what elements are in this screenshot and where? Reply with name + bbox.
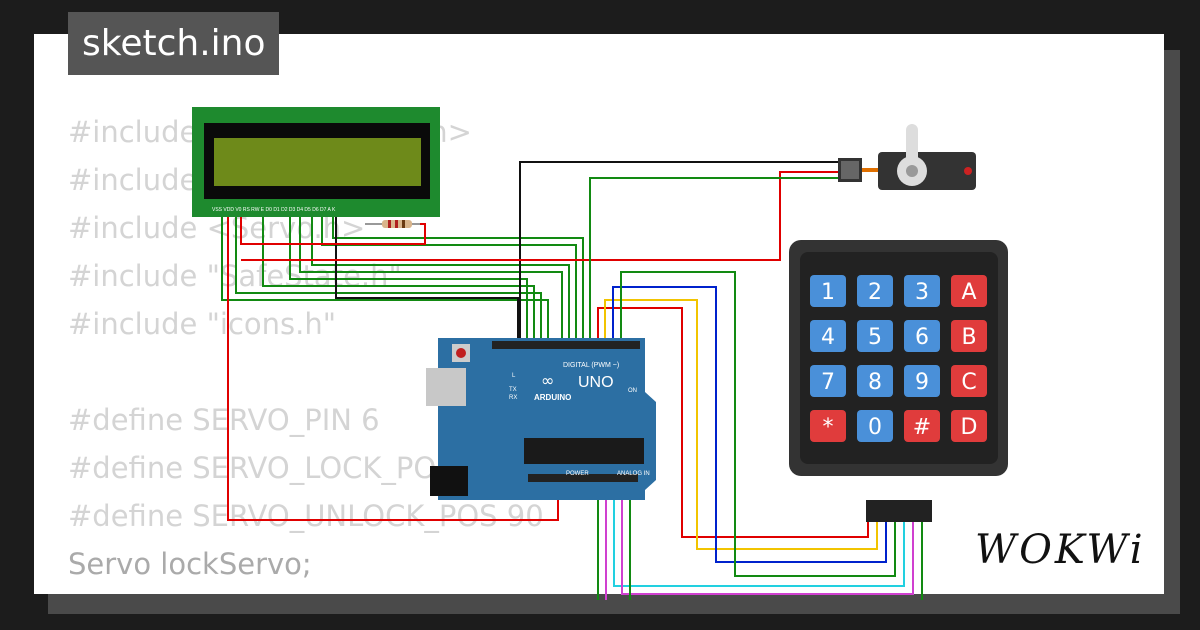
svg-text:DIGITAL (PWM ~): DIGITAL (PWM ~) bbox=[563, 362, 619, 369]
keypad-key-label: A bbox=[961, 280, 976, 305]
keypad-key-label: D bbox=[961, 415, 978, 440]
keypad-key-8[interactable]: 8 bbox=[857, 365, 893, 397]
keypad-key-label: 2 bbox=[868, 280, 882, 305]
wire-a3 bbox=[621, 490, 914, 595]
keypad-key-label: 1 bbox=[821, 280, 835, 305]
code-line: #include "SafeState.h" bbox=[68, 259, 402, 293]
keypad-key-label: 4 bbox=[821, 325, 835, 350]
wire-servo-signal bbox=[589, 177, 840, 340]
filename-tab[interactable]: sketch.ino bbox=[68, 12, 280, 75]
servo-horn bbox=[906, 124, 918, 174]
keypad-key-label: C bbox=[961, 370, 976, 395]
keypad-key-7[interactable]: 7 bbox=[810, 365, 846, 397]
svg-text:ANALOG IN: ANALOG IN bbox=[617, 471, 650, 477]
keypad-key-6[interactable]: 6 bbox=[904, 320, 940, 352]
keypad-key-label: 7 bbox=[821, 370, 835, 395]
reset-button bbox=[456, 348, 466, 358]
digital-header bbox=[492, 341, 640, 349]
svg-text:ARDUINO: ARDUINO bbox=[534, 393, 571, 402]
servo-motor bbox=[838, 124, 976, 190]
keypad-key-1[interactable]: 1 bbox=[810, 275, 846, 307]
svg-text:L: L bbox=[512, 373, 516, 379]
keypad-key-B[interactable]: B bbox=[951, 320, 987, 352]
wires bbox=[221, 161, 923, 600]
wire-keypad-4 bbox=[620, 271, 896, 577]
code-line: #define SERVO_PIN 6 bbox=[68, 403, 380, 437]
code-line: #define SERVO_UNLOCK_POS 90 bbox=[68, 499, 544, 533]
lcd-display: VSS VDD V0 RS RW E D0 D1 D2 D3 D4 D5 D6 … bbox=[192, 107, 440, 217]
keypad-key-label: 0 bbox=[868, 415, 882, 440]
keypad-key-0[interactable]: 0 bbox=[857, 410, 893, 442]
wire-lcd-rs bbox=[221, 212, 549, 340]
svg-text:ON: ON bbox=[628, 388, 637, 394]
wire-a2 bbox=[613, 490, 905, 587]
keypad-key-C[interactable]: C bbox=[951, 365, 987, 397]
arduino-uno: DIGITAL (PWM ~) UNO ARDUINO ∞ ANALOG IN … bbox=[426, 338, 656, 500]
wire-lcd-d6 bbox=[299, 212, 563, 340]
wire-keypad-1 bbox=[597, 307, 869, 538]
keypad-key-label: 5 bbox=[868, 325, 882, 350]
keypad-key-label: 9 bbox=[915, 370, 929, 395]
power-header bbox=[528, 474, 638, 482]
keypad-4x4: 1 2 3 A 4 5 6 B 7 8 9 C * 0 # D bbox=[789, 240, 1008, 522]
wire-lcd-e bbox=[235, 212, 542, 340]
keypad-key-D[interactable]: D bbox=[951, 410, 987, 442]
keypad-key-label: B bbox=[961, 325, 976, 350]
wire-lcd-gnd bbox=[335, 212, 519, 340]
power-jack bbox=[430, 466, 468, 496]
wire-lcd-k bbox=[332, 212, 584, 340]
wire-lcd-d4 bbox=[262, 212, 535, 340]
wire-lcd-d5 bbox=[289, 212, 528, 340]
usb-port bbox=[426, 368, 466, 406]
code-line: Servo lockServo; bbox=[68, 547, 312, 581]
keypad-key-label: 6 bbox=[915, 325, 929, 350]
wokwi-logo: WOKWi bbox=[975, 527, 1146, 573]
wire-keypad-3 bbox=[612, 286, 887, 563]
wire-keypad-2 bbox=[604, 299, 878, 550]
svg-text:POWER: POWER bbox=[566, 471, 589, 477]
wire-a4 bbox=[629, 490, 923, 600]
keypad-key-2[interactable]: 2 bbox=[857, 275, 893, 307]
svg-text:UNO: UNO bbox=[578, 374, 614, 391]
keypad-key-5[interactable]: 5 bbox=[857, 320, 893, 352]
resistor bbox=[365, 220, 420, 228]
mcu-chip bbox=[524, 438, 644, 464]
keypad-key-*[interactable]: * bbox=[810, 410, 846, 442]
keypad-key-3[interactable]: 3 bbox=[904, 275, 940, 307]
keypad-key-label: 3 bbox=[915, 280, 929, 305]
keypad-key-9[interactable]: 9 bbox=[904, 365, 940, 397]
lcd-pin-labels: VSS VDD V0 RS RW E D0 D1 D2 D3 D4 D5 D6 … bbox=[212, 207, 336, 213]
keypad-key-#[interactable]: # bbox=[904, 410, 940, 442]
keypad-key-label: * bbox=[823, 415, 834, 440]
svg-text:RX: RX bbox=[509, 395, 517, 401]
keypad-key-4[interactable]: 4 bbox=[810, 320, 846, 352]
infinity-icon: ∞ bbox=[541, 371, 554, 390]
keypad-key-A[interactable]: A bbox=[951, 275, 987, 307]
wire-servo-vcc bbox=[241, 171, 840, 261]
wire-servo-gnd bbox=[519, 161, 840, 340]
keypad-key-label: 8 bbox=[868, 370, 882, 395]
keypad-connector bbox=[866, 500, 932, 522]
keypad-key-label: # bbox=[913, 415, 931, 440]
svg-text:TX: TX bbox=[509, 387, 517, 393]
wire-lcd-a bbox=[321, 212, 577, 340]
wire-lcd-d7 bbox=[311, 212, 570, 340]
